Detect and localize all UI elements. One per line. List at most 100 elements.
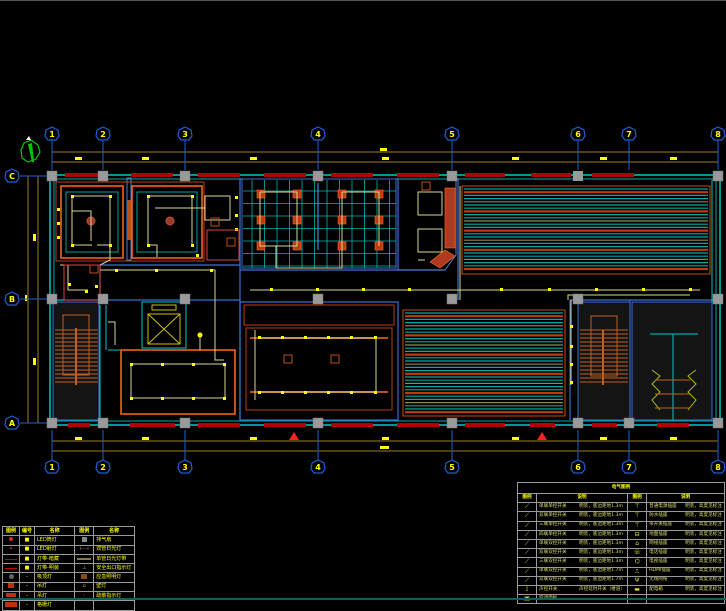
column	[179, 293, 191, 305]
legend-header-symbol: 图例	[2, 525, 20, 537]
column	[179, 170, 191, 182]
svg-text:3: 3	[182, 463, 188, 472]
axis-bubble-bottom-6: 6	[570, 459, 586, 474]
item-name: 双联双控开关	[539, 577, 567, 583]
svg-text:6: 6	[575, 463, 581, 472]
dimension-text-left	[25, 234, 36, 365]
legend-row: ⟋ 单联双控开关明装，底边距地1.7m ⎍ HDMI插座明装，高度见标注	[517, 566, 725, 577]
column	[712, 417, 724, 429]
legend-number: ■	[18, 563, 36, 574]
switch-symbol-icon: ⟟	[517, 584, 537, 596]
svg-text:5: 5	[449, 463, 455, 472]
axis-bubble-top-6: 6	[570, 126, 586, 141]
item-spec: 明装，底边距地1.3m	[579, 503, 623, 509]
legend-row: ⟟ 声控开关声控延时开关（楼道） ▬ 配电箱明装，高度见标注	[517, 584, 725, 596]
legend-row: ⟋ 单联双控开关明装，底边距地1.3m ⌂ 网线插座明装，高度见标注	[517, 538, 725, 550]
legend-description: 单联单控开关明装，底边距地1.3m	[535, 502, 629, 513]
item-name: HDMI插座	[649, 568, 671, 574]
viewport-bottom-border	[0, 598, 726, 600]
socket-symbol-icon: ⊤	[627, 502, 648, 513]
linear-light-room-top	[461, 185, 711, 275]
meeting-room-left	[108, 300, 236, 415]
legend-header-description-2: 说明	[646, 492, 725, 504]
axis-bubble-top-8: 8	[710, 126, 726, 141]
socket-symbol-icon: ☏	[627, 548, 648, 559]
legend-description: 单联双控开关明装，底边距地1.7m	[535, 566, 629, 577]
legend-name-2	[93, 600, 135, 611]
ceiling-room-1	[55, 177, 205, 262]
axis-bubble-C: C	[4, 168, 20, 183]
axis-bubble-top-3: 3	[177, 126, 193, 141]
socket-symbol-icon: ⊤	[627, 511, 648, 522]
legend-row: ⟋ 双联双控开关明装，底边距地1.3m ☏ 电话插座明装，高度见标注	[517, 548, 725, 559]
legend-description-2: 带开关插座明装，高度见标注	[646, 520, 725, 531]
svg-text:1: 1	[49, 463, 55, 472]
column	[46, 293, 58, 305]
legend-description-2: 电话插座明装，高度见标注	[646, 548, 725, 559]
column	[97, 293, 109, 305]
socket-symbol-icon: ⎍	[627, 566, 648, 577]
legend-description: 声控开关声控延时开关（楼道）	[535, 584, 629, 596]
legend-symbol-icon	[2, 572, 20, 583]
viewport-top-border	[0, 0, 726, 1]
legend-number: -	[18, 572, 36, 583]
column	[572, 417, 584, 429]
axis-bubble-top-7: 7	[621, 126, 637, 141]
socket-symbol-icon: ▬	[627, 584, 648, 596]
legend-symbol-icon-2: ⊥	[74, 563, 95, 574]
item-spec: 明装，底边距地1.3m	[579, 540, 623, 546]
legend-row: ■ 灯带-明装 ⊥ 安全出口指示灯	[2, 563, 135, 574]
item-spec: 明装，底边距地1.3m	[579, 522, 623, 528]
column	[712, 170, 724, 182]
exhaust-fan-icons	[89, 181, 431, 364]
axis-bubble-bottom-4: 4	[310, 459, 326, 474]
legend-name-2: 安全出口指示灯	[93, 563, 135, 574]
legend-description-2: 电视插座明装，高度见标注	[646, 557, 725, 568]
svg-text:4: 4	[315, 130, 321, 139]
section-markers	[289, 432, 547, 440]
legend-row: ⟋ 单联单控开关明装，底边距地1.3m ⊤ 普通电源插座明装，高度见标注	[517, 502, 725, 513]
legend-name: LED筒灯	[34, 535, 76, 546]
item-name: 电话插座	[649, 549, 668, 555]
switch-symbol-icon: ⟋	[517, 538, 537, 550]
legend-name: 吸顶灯	[34, 572, 76, 583]
legend-name: 灯带-明装	[34, 563, 76, 574]
legend-name: 吊灯	[34, 581, 76, 593]
legend-name-2: 应急照明灯	[93, 572, 135, 583]
office-room-middle	[243, 304, 395, 411]
svg-text:7: 7	[626, 130, 632, 139]
office-lights	[258, 336, 377, 394]
legend-description: 三联单控开关明装，底边距地1.3m	[535, 520, 629, 531]
item-name: 防水插座	[649, 513, 668, 519]
legend-symbol-icon	[2, 563, 20, 574]
legend-symbol-icon	[2, 535, 20, 546]
legend-row: ⟋ 三联单控开关明装，底边距地1.3m ⊤ 带开关插座明装，高度见标注	[517, 520, 725, 531]
legend-row: ⟋ 四联单控开关明装，底边距地1.3m ⊟ 地面插座明装，高度见标注	[517, 529, 725, 540]
legend-symbol-icon	[2, 581, 20, 593]
item-spec: 明装，底边距地1.7m	[579, 577, 623, 583]
axis-bubble-bottom-7: 7	[621, 459, 637, 474]
legend-number: -	[18, 600, 36, 611]
legend-symbol-icon	[2, 553, 20, 565]
switch-symbol-icon: ⟋	[517, 511, 537, 522]
socket-symbol-icon: ⊟	[627, 529, 648, 540]
item-spec: 明装，高度见标注	[685, 503, 722, 509]
item-spec: 明装，高度见标注	[685, 559, 722, 565]
electrical-legend-table: 电气图例 图例 说明 图例 说明 ⟋ 单联单控开关明装，底边距地1.3m ⊤ 普…	[517, 482, 725, 605]
svg-text:5: 5	[449, 130, 455, 139]
switch-symbol-icon: ⟋	[517, 520, 537, 531]
legend-symbol-icon-2	[74, 600, 95, 611]
column	[446, 293, 458, 305]
restroom-right	[631, 301, 713, 421]
legend-symbol-icon: ✦	[2, 544, 20, 555]
legend-number: -	[18, 581, 36, 593]
legend-name: 格栅灯	[34, 600, 76, 611]
reception-counter	[398, 180, 457, 271]
legend-row: - 吊灯 ◦ 疏散指示灯	[2, 591, 135, 602]
legend-number: ■	[18, 535, 36, 546]
item-spec: 明装，高度见标注	[685, 586, 722, 592]
lighting-legend-table: 图例 编号 名称 图例 名称 ■ LED筒灯 排气扇✦ ■ LED射灯 ⊢⊣ 双…	[2, 525, 135, 611]
legend-header-symbol-2: 图例	[74, 525, 95, 537]
column	[46, 417, 58, 429]
